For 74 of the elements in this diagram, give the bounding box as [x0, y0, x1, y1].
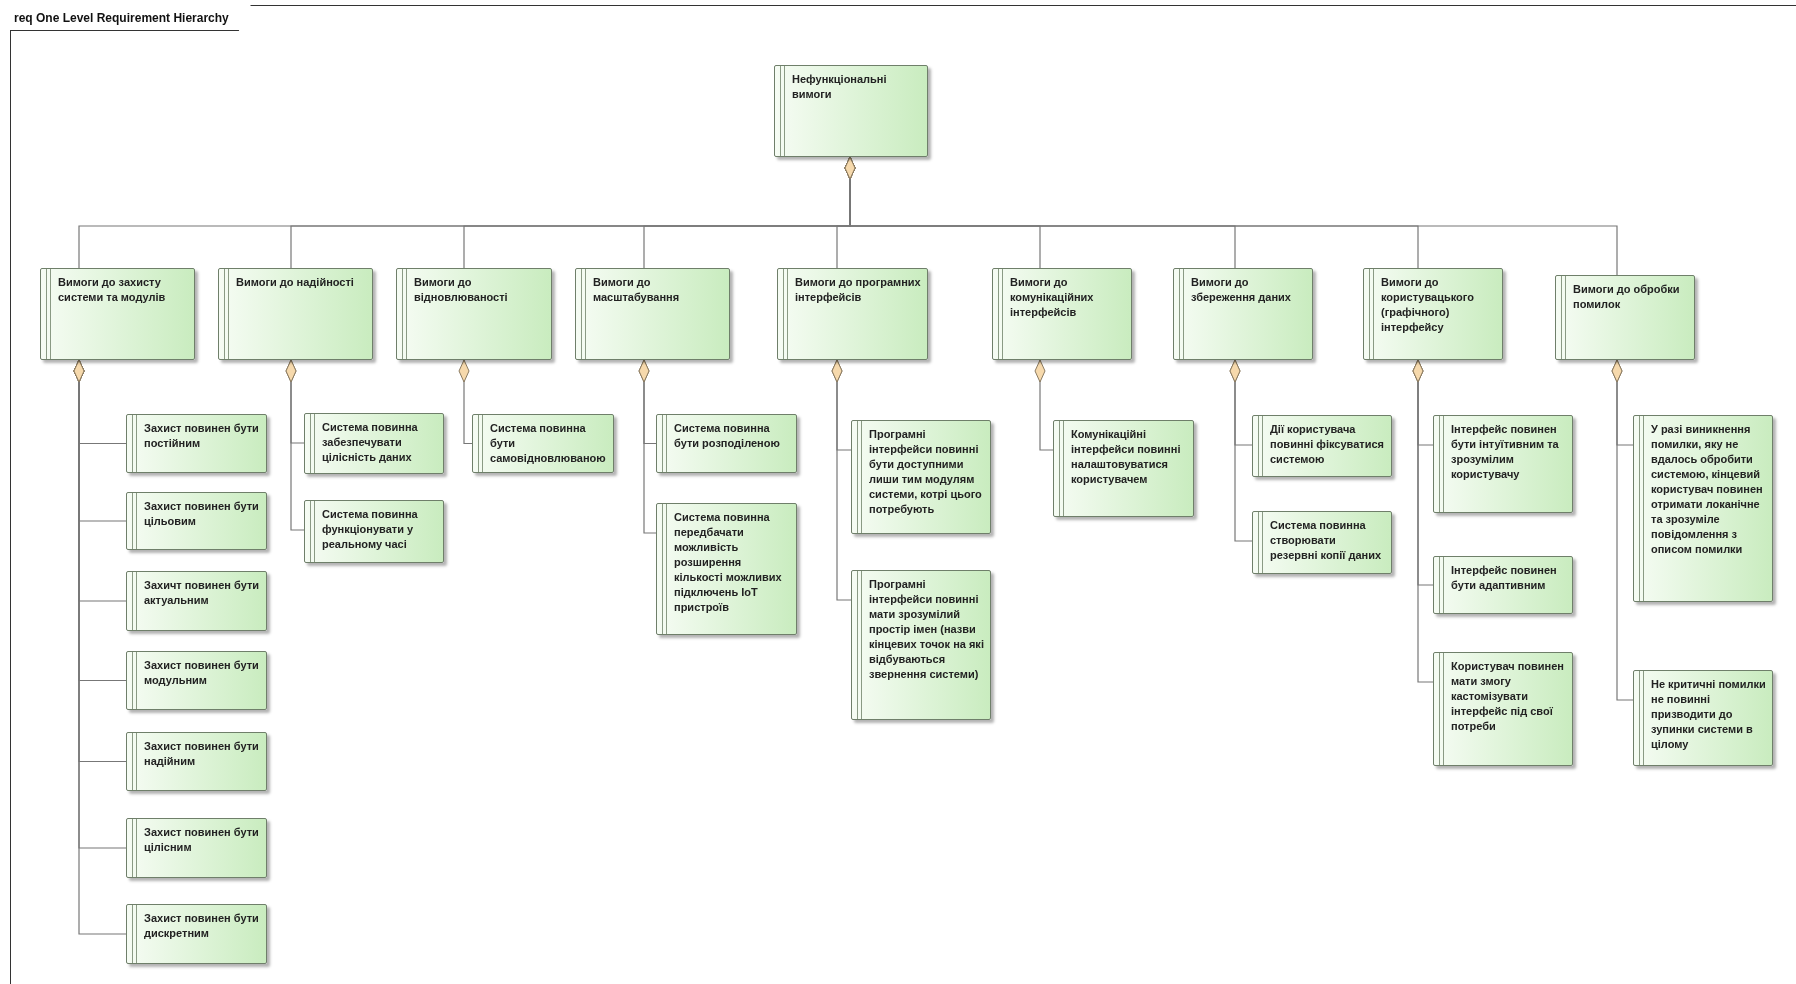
requirement-box	[126, 414, 267, 473]
requirement-box	[777, 268, 928, 360]
requirement-text: Вимоги до програмних інтерфейсів	[795, 275, 922, 305]
composition-connector	[1412, 359, 1434, 683]
requirement-box	[1173, 268, 1313, 360]
requirement-box	[656, 414, 797, 473]
requirement-text: Система повинна бути розподіленою	[674, 421, 781, 451]
requirement-box	[575, 268, 730, 360]
requirement-text: Програмні інтерфейси повинні бути доступними лиши тим модулям системи, котрі цього потребують	[869, 427, 983, 517]
composition-connector	[1229, 359, 1253, 542]
composition-connector	[844, 156, 1618, 276]
requirement-text: Захичт повинен бути актуальним	[144, 578, 261, 608]
requirement-box	[774, 65, 928, 157]
requirement-text: У разі виникнення помилки, яку не вдалось обробити системою, кінцевий користувач повинен отримати локанічне та зрозуміле повідомлення з описом помилки	[1651, 422, 1764, 557]
requirement-text: Захист повинен бути постійним	[144, 421, 260, 451]
requirement-box	[1252, 511, 1392, 574]
requirement-text: Вимоги до відновлюваності	[414, 275, 509, 305]
requirement-box	[304, 500, 444, 563]
requirement-box	[1555, 275, 1695, 360]
composition-connector	[1611, 359, 1634, 701]
requirement-box	[126, 732, 267, 791]
requirement-box	[472, 414, 614, 473]
requirement-text: Захист повинен бути модульним	[144, 658, 260, 688]
requirement-box	[1363, 268, 1503, 360]
requirement-text: Система повинна забезпечувати цілісність даних	[322, 420, 419, 465]
requirement-text: Система повинна створювати резервні копії даних	[1270, 518, 1383, 563]
requirement-text: Інтерфейс повинен бути адаптивним	[1451, 563, 1558, 593]
requirement-box	[851, 570, 991, 720]
composition-connector	[831, 359, 852, 601]
requirement-box	[1433, 652, 1573, 766]
requirement-box	[126, 571, 267, 631]
requirement-text: Система повинна передбачати можливість розширення кількості можливих підключень IoT пристроїв	[674, 510, 783, 615]
requirement-text: Захист повинен бути надійним	[144, 739, 260, 769]
requirement-box	[1633, 415, 1773, 602]
composition-connector	[638, 359, 657, 534]
requirement-box	[656, 503, 797, 635]
requirement-text: Дії користувача повинні фіксуватися системою	[1270, 422, 1385, 467]
requirement-text: Вимоги до захисту системи та модулів	[58, 275, 167, 305]
requirement-text: Програмні інтерфейси повинні мати зрозумілий простір імен (назви кінцевих точок на які відбуваються звернення системи)	[869, 577, 985, 682]
requirement-box	[1633, 670, 1773, 766]
requirement-text: Вимоги до користувацького (графічного) інтерфейсу	[1381, 275, 1475, 335]
requirement-box	[304, 413, 444, 474]
requirement-text: Нефункціональні вимоги	[792, 72, 888, 102]
requirement-box	[1252, 415, 1392, 477]
requirement-text: Захист повинен бути цільовим	[144, 499, 260, 529]
composition-connector	[285, 359, 305, 531]
composition-connector	[458, 359, 473, 445]
requirement-text: Вимоги до комунікаційних інтерфейсів	[1010, 275, 1095, 320]
requirement-box	[126, 904, 267, 964]
frame-title: req One Level Requirement Hierarchy	[10, 5, 251, 31]
requirement-box	[992, 268, 1132, 360]
requirement-box	[851, 420, 991, 534]
requirement-text: Вимоги до збереження даних	[1191, 275, 1292, 305]
requirement-box	[1433, 415, 1573, 513]
requirement-text: Система повинна бути самовідновлюваною	[490, 421, 607, 466]
requirement-text: Вимоги до масштабування	[593, 275, 681, 305]
composition-connector	[1034, 359, 1054, 451]
requirement-text: Захист повинен бути цілісним	[144, 825, 260, 855]
requirement-text: Захист повинен бути дискретним	[144, 911, 260, 941]
requirement-text: Вимоги до надійності	[236, 275, 355, 290]
requirement-box	[126, 818, 267, 878]
requirement-box	[40, 268, 195, 360]
requirement-box	[1053, 420, 1194, 517]
requirement-text: Комунікаційні інтерфейси повинні налаштовуватися користувачем	[1071, 427, 1182, 487]
requirement-box	[218, 268, 373, 360]
requirement-box	[396, 268, 552, 360]
requirement-text: Користувач повинен мати змогу кастомізувати інтерфейс під свої потреби	[1451, 659, 1565, 734]
requirement-text: Система повинна функціонувати у реальному часі	[322, 507, 419, 552]
requirement-box	[126, 651, 267, 710]
requirement-text: Інтерфейс повинен бути інтуїтивним та зрозумілим користувачу	[1451, 422, 1560, 482]
requirement-text: Вимоги до обробки помилок	[1573, 282, 1681, 312]
requirement-box	[126, 492, 267, 550]
requirement-text: Не критичні помилки не повинні призводити до зупинки системи в цілому	[1651, 677, 1767, 752]
requirement-box	[1433, 556, 1573, 614]
